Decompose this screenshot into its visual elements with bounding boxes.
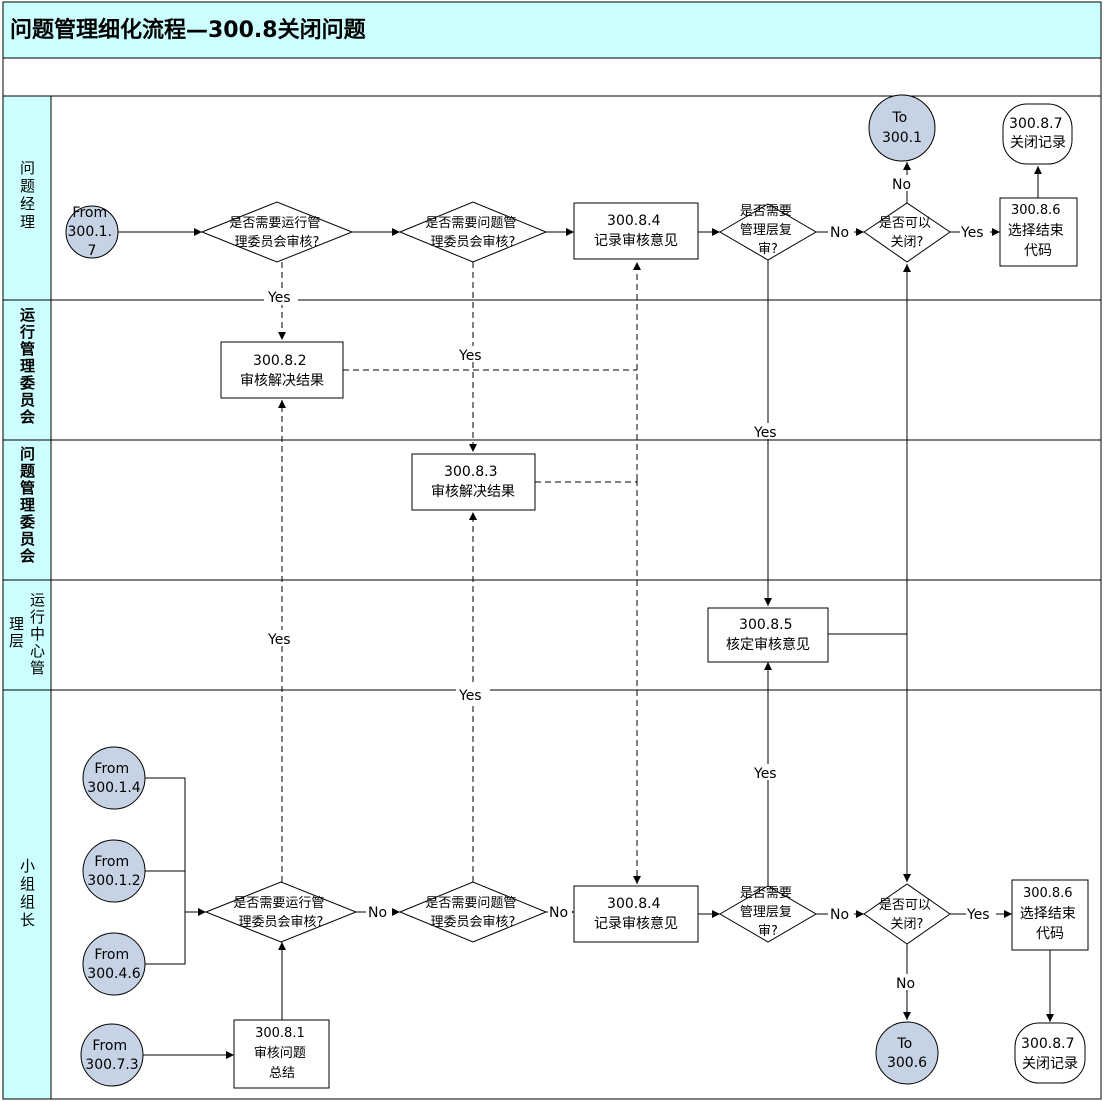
edge-label: No: [549, 905, 568, 921]
edge-label: Yes: [960, 225, 984, 241]
lane-label-manager: 问题经理: [18, 160, 36, 232]
node-label: 是否需要 管理层复 审?: [740, 204, 796, 257]
decision-d2-bot: [398, 881, 548, 943]
decision-d3-top: [719, 203, 817, 261]
process-p84-top: [573, 202, 699, 260]
node-label: To 300.1: [882, 110, 922, 146]
node-label: 300.8.3 审核解决结果: [431, 464, 515, 500]
process-p84-bot: [573, 885, 699, 943]
node-label: From 300.1.2: [87, 854, 140, 889]
lane-label-team-lead: 小组组长: [18, 858, 36, 930]
connector-from-3001-2: [82, 839, 146, 903]
edge-label: No: [830, 225, 849, 241]
edge-label: Yes: [267, 632, 291, 648]
decision-d4-bot: [863, 883, 951, 945]
node-label: To 300.6: [887, 1036, 927, 1071]
node-label: From 300.1.4: [87, 761, 141, 796]
node-label: 是否可以 关闭?: [879, 898, 935, 932]
title-bar: [2, 1, 1102, 59]
node-label: 300.8.7 关闭记录: [1009, 116, 1067, 151]
node-labels: From 300.1. 7 是否需要运行管 理委员会审核? 是否需要问题管 理委…: [68, 110, 1080, 1081]
process-p86-bot: [1011, 879, 1089, 951]
node-label: 300.8.4 记录审核意见: [594, 896, 678, 932]
node-label: 300.8.6 选择结束 代码: [1008, 202, 1068, 259]
connector-to-3006: [875, 1021, 939, 1085]
shapes: [65, 94, 1089, 1089]
process-p85: [707, 607, 829, 663]
node-label: 是否需要问题管 理委员会审核?: [425, 216, 520, 250]
edge-label: No: [892, 177, 911, 193]
decision-d1-top: [200, 201, 354, 263]
lane-label-ops-committee: 运行管理委员会: [18, 307, 36, 426]
process-p81: [233, 1019, 330, 1089]
node-label: 300.8.5 核定审核意见: [726, 617, 810, 653]
lane-label-column: [2, 95, 52, 1100]
subtitle-bar: [2, 57, 1102, 97]
connector-from-3007-3: [80, 1023, 144, 1087]
process-p86-top: [999, 197, 1078, 267]
node-label: 是否需要运行管 理委员会审核?: [233, 896, 328, 930]
node-label: 是否需要运行管 理委员会审核?: [229, 216, 324, 250]
lane-label-ops-center-2: 理层: [7, 616, 25, 650]
edge-label: Yes: [267, 290, 291, 306]
node-label: From 300.1. 7: [68, 205, 117, 259]
decision-d2-top: [398, 201, 548, 263]
process-p82: [220, 341, 344, 399]
terminator-t87-bot: [1014, 1022, 1086, 1084]
edge-label: Yes: [458, 688, 482, 704]
node-label: 300.8.7 关闭记录: [1021, 1036, 1079, 1072]
page-title: 问题管理细化流程—300.8关闭问题: [10, 17, 367, 43]
node-label: 是否需要 管理层复 审?: [740, 886, 796, 939]
node-label: 300.8.1 审核问题 总结: [254, 1026, 310, 1081]
edge-label: Yes: [753, 766, 777, 782]
node-label: 300.8.6 选择结束 代码: [1020, 885, 1080, 942]
edge-label: Yes: [966, 907, 990, 923]
connector-from-3001-7: [65, 205, 119, 259]
connector-from-3001-4: [82, 746, 146, 810]
lane-label-ops-center-1: 运行中心管: [28, 592, 46, 677]
node-label: 是否可以 关闭?: [879, 216, 935, 250]
edge-label: No: [896, 976, 915, 992]
decision-d4-top: [863, 202, 951, 263]
edge-label: No: [368, 905, 387, 921]
process-p83: [411, 453, 536, 511]
lanes-outline: [2, 95, 1102, 1100]
lane-label-problem-committee: 问题管理委员会: [18, 445, 36, 565]
terminator-t87-top: [1002, 103, 1073, 165]
decision-d1-bot: [204, 881, 358, 943]
connector-from-3004-6: [82, 932, 146, 996]
edge-label: Yes: [753, 425, 777, 441]
edge-label: No: [830, 907, 849, 923]
connector-to-3001: [868, 94, 936, 162]
node-label: 300.8.4 记录审核意见: [594, 213, 678, 249]
edge-label: Yes: [458, 348, 482, 364]
node-label: 是否需要问题管 理委员会审核?: [425, 896, 520, 930]
decision-d3-bot: [719, 885, 817, 943]
node-label: From 300.4.6: [87, 947, 141, 982]
node-label: 300.8.2 审核解决结果: [240, 353, 324, 389]
node-label: From 300.7.3: [85, 1038, 138, 1073]
edge-labels: Yes Yes Yes Yes Yes Yes No No Yes No No …: [264, 175, 996, 992]
